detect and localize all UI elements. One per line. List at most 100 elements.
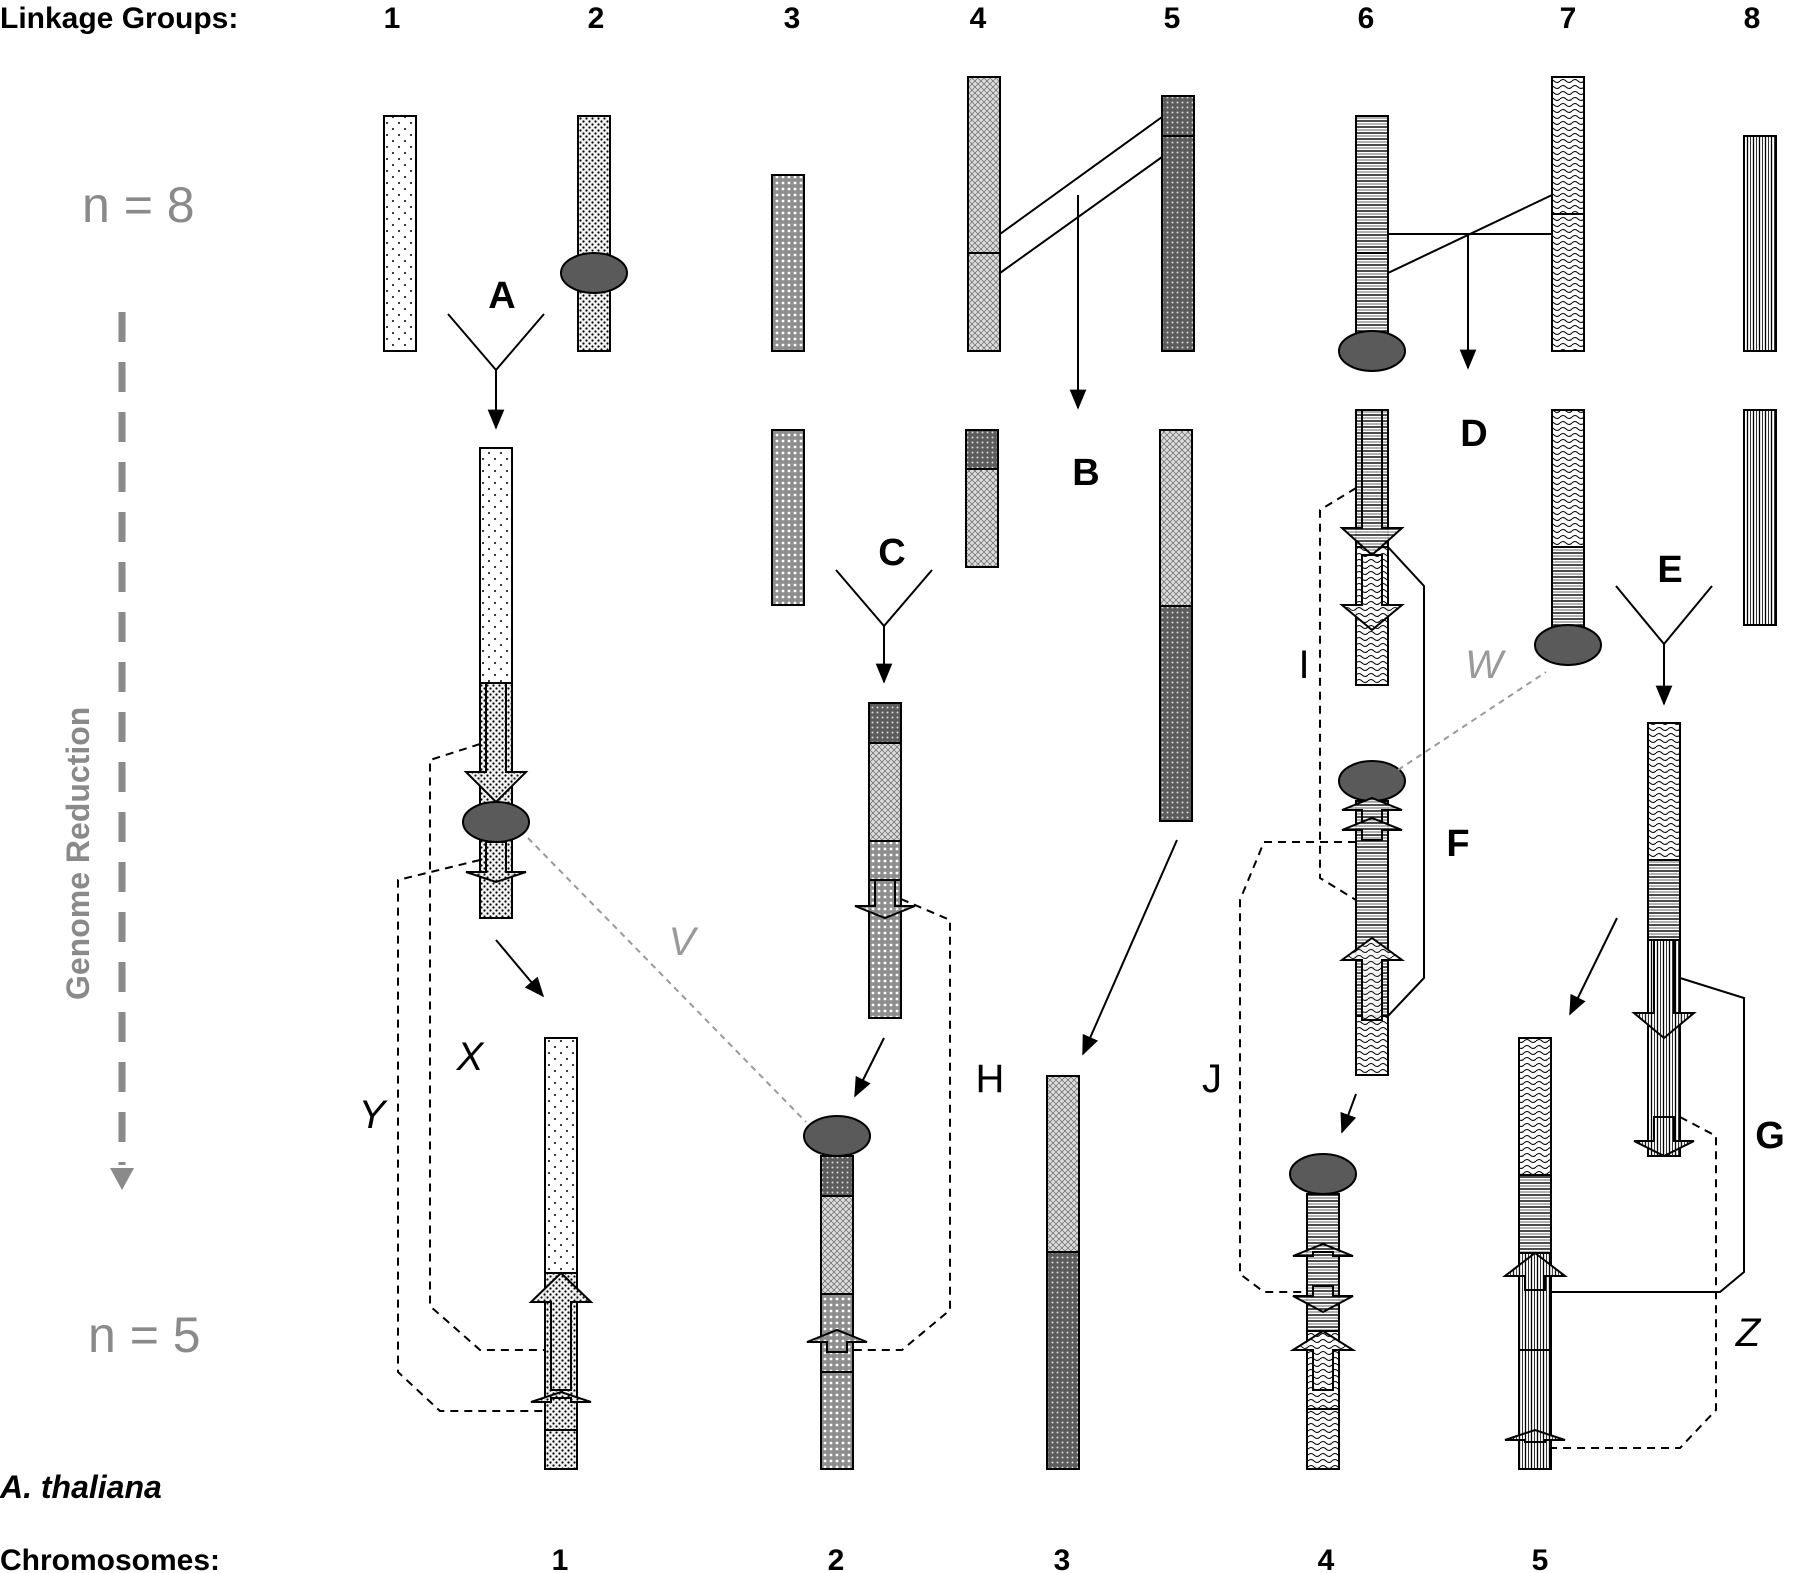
thaliana-chromosome-4 <box>1289 1153 1357 1470</box>
chromosome-segment <box>1159 429 1193 607</box>
chromosome-segment <box>544 1429 578 1470</box>
chromosome-segment <box>1551 213 1585 352</box>
rearrangement-label-x: X <box>456 1035 485 1079</box>
inversion-arrow <box>806 1328 868 1353</box>
chromosome-segment <box>1551 409 1585 548</box>
rearrangement-w-line <box>1397 671 1547 771</box>
chromosome-segment <box>868 702 902 744</box>
chromosome-number: 4 <box>1318 1544 1335 1573</box>
chromosome-segment <box>1355 115 1389 254</box>
chromosome-segment <box>479 447 513 684</box>
inversion-arrow <box>1292 1242 1354 1257</box>
event-label-f: F <box>1446 823 1469 865</box>
inversion-arrow <box>1339 409 1405 557</box>
linkage-group-number: 1 <box>384 2 401 35</box>
linkage-groups-label: Linkage Groups: <box>0 2 238 35</box>
inversion-arrow <box>1338 936 1406 1021</box>
chromosome-segment <box>868 840 902 881</box>
event-label-h: H <box>976 1057 1005 1101</box>
rearrangement-z-bracket <box>1551 1116 1717 1449</box>
chromosome-segment <box>1647 722 1681 861</box>
inversion-arrow <box>463 682 529 804</box>
chromosome-segment <box>771 174 805 352</box>
rearrangement-j-bracket <box>1239 841 1356 1293</box>
chromosome-segment <box>1161 135 1195 352</box>
linkage-group-number: 2 <box>588 2 605 35</box>
chromosome-segment <box>1518 1174 1552 1254</box>
genome-reduction-label: Genome Reduction <box>60 707 96 1000</box>
thaliana-chromosome-5 <box>1502 1037 1568 1470</box>
chromosome-segment <box>868 742 902 842</box>
intermediate-lg6-lg7 <box>1338 760 1406 1076</box>
chromosome-segment <box>820 1195 854 1295</box>
thaliana-chromosome-1 <box>528 1037 594 1470</box>
chromosome-segment <box>1306 1408 1340 1470</box>
centromere <box>803 1115 871 1157</box>
chromosome-segment <box>967 76 1001 254</box>
event-label-j: J <box>1202 1057 1222 1101</box>
linkage-group-numbers: 1 2 3 4 5 6 7 8 <box>384 2 1761 35</box>
event-label-c: C <box>878 532 905 574</box>
centromere <box>1338 760 1406 802</box>
inversion-arrow <box>854 879 916 920</box>
ancestral-lg1 <box>383 115 417 352</box>
intermediate-lg3-lg4 <box>854 702 916 1019</box>
derivation-arrows <box>495 839 1618 1134</box>
linkage-group-number: 4 <box>970 2 987 35</box>
event-label-e: E <box>1657 549 1682 591</box>
inversion-arrow <box>1341 816 1403 841</box>
inversion-arrow <box>1289 1329 1357 1391</box>
chromosome-segment <box>965 429 999 470</box>
thaliana-chromosome-3 <box>1046 1075 1080 1470</box>
centromere <box>462 801 530 843</box>
chromosome-segment <box>771 429 805 606</box>
chromosome-segment <box>1647 859 1681 941</box>
ancestral-lg8 <box>1743 135 1777 352</box>
linkage-group-number: 7 <box>1560 2 1577 35</box>
chromosome-segment <box>577 115 611 352</box>
ancestral-lg6 <box>1338 115 1406 372</box>
chromosome-number: 5 <box>1532 1544 1549 1573</box>
thaliana-chromosome-2 <box>803 1115 871 1470</box>
chromosomes-label: Chromosomes: <box>0 1544 220 1573</box>
inversion-arrow <box>530 1390 592 1403</box>
linkage-group-number: 6 <box>1358 2 1375 35</box>
chromosome-segment <box>383 115 417 352</box>
rearrangement-label-w: W <box>1465 643 1506 687</box>
chromosome-segment <box>1161 95 1195 137</box>
chromosome-number: 3 <box>1054 1544 1071 1573</box>
centromere <box>1338 330 1406 372</box>
intermediate-lg3 <box>771 429 805 606</box>
event-label-i: I <box>1298 643 1309 687</box>
inversion-arrow <box>528 1271 594 1391</box>
ancestral-lg3 <box>771 174 805 352</box>
intermediate-lg7-lg8 <box>1631 722 1697 1158</box>
inversion-arrow <box>1341 796 1403 823</box>
ancestral-lg7 <box>1551 76 1585 352</box>
chromosome-segment <box>1355 1015 1389 1076</box>
rearrangement-label-v: V <box>669 920 699 964</box>
intermediate-lg8 <box>1743 409 1777 626</box>
rearrangement-i-bracket <box>1319 487 1357 901</box>
rearrangement-y-bracket <box>397 859 545 1412</box>
ancestral-lg4 <box>967 76 1001 352</box>
rearrangement-chrom2-bracket <box>853 898 951 1351</box>
chromosome-segment <box>1159 605 1193 822</box>
bottom-ploidy-label: n = 5 <box>88 1307 201 1363</box>
chromosome-number: 1 <box>552 1544 569 1573</box>
chromosome-segment <box>967 252 1001 352</box>
intermediate-lg7-derivative <box>1534 409 1602 666</box>
chromosome-segment <box>1743 409 1777 626</box>
rearrangement-label-z: Z <box>1735 1311 1762 1355</box>
chromosome-segment <box>1518 1349 1552 1470</box>
chromosome-segment <box>544 1037 578 1274</box>
inversion-arrow <box>1631 939 1697 1040</box>
inversion-arrow <box>1339 554 1405 632</box>
ancestral-lg2 <box>560 115 628 352</box>
event-label-d: D <box>1460 413 1487 455</box>
inversion-arrow <box>1504 1428 1566 1443</box>
event-label-a: A <box>488 275 515 317</box>
rearrangement-v-line <box>527 837 807 1123</box>
fusion-c <box>835 569 933 684</box>
